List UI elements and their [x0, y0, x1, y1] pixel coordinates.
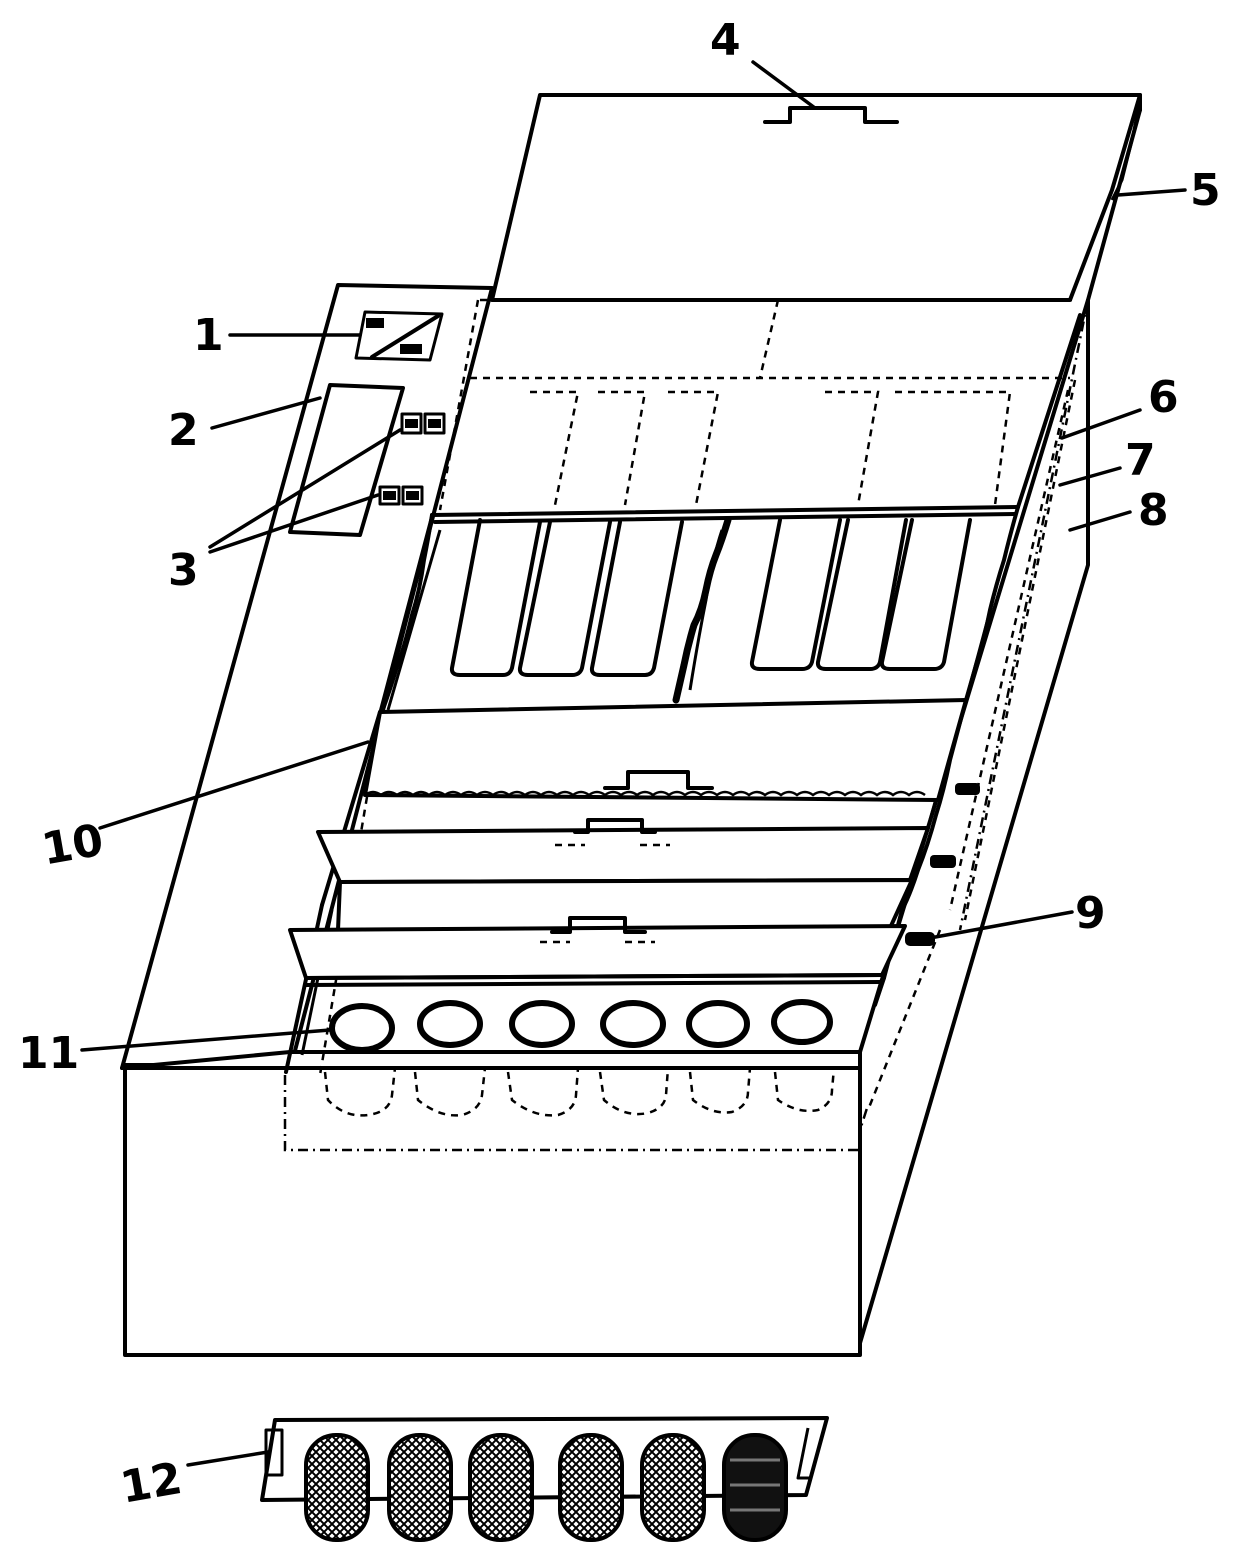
- lid-panel: [492, 95, 1140, 300]
- slot-5: [818, 520, 906, 669]
- sample-wells: [332, 1002, 830, 1050]
- label-10: 10: [38, 815, 107, 876]
- round-well-icon: [603, 1003, 663, 1045]
- round-well-icon: [420, 1003, 480, 1045]
- label-12: 12: [117, 1453, 186, 1514]
- lid: [492, 95, 1140, 300]
- label-4: 4: [710, 15, 741, 66]
- round-well-icon: [689, 1003, 747, 1045]
- label-9: 9: [1075, 888, 1106, 939]
- latch-1: [955, 783, 980, 795]
- cover-1: [365, 700, 966, 800]
- slot-6: [882, 520, 970, 669]
- label-7: 7: [1125, 435, 1156, 486]
- sliding-covers: [290, 700, 966, 985]
- round-well-icon: [774, 1002, 830, 1042]
- slot-tray: [380, 507, 1018, 712]
- slot-4: [752, 520, 840, 669]
- cover-3: [290, 926, 905, 978]
- label-5: 5: [1190, 165, 1221, 216]
- label-11: 11: [18, 1028, 79, 1079]
- label-3: 3: [168, 545, 199, 596]
- label-8: 8: [1138, 485, 1169, 536]
- slot-1: [452, 520, 540, 675]
- round-well-icon: [332, 1006, 392, 1050]
- round-well-icon: [512, 1003, 572, 1045]
- label-2: 2: [168, 405, 199, 456]
- cover-2: [318, 828, 928, 882]
- front-face: [125, 1065, 860, 1355]
- label-6: 6: [1148, 372, 1179, 423]
- label-1: 1: [193, 310, 224, 361]
- latch-2: [930, 855, 956, 868]
- filter-cap-strip: [262, 1418, 827, 1540]
